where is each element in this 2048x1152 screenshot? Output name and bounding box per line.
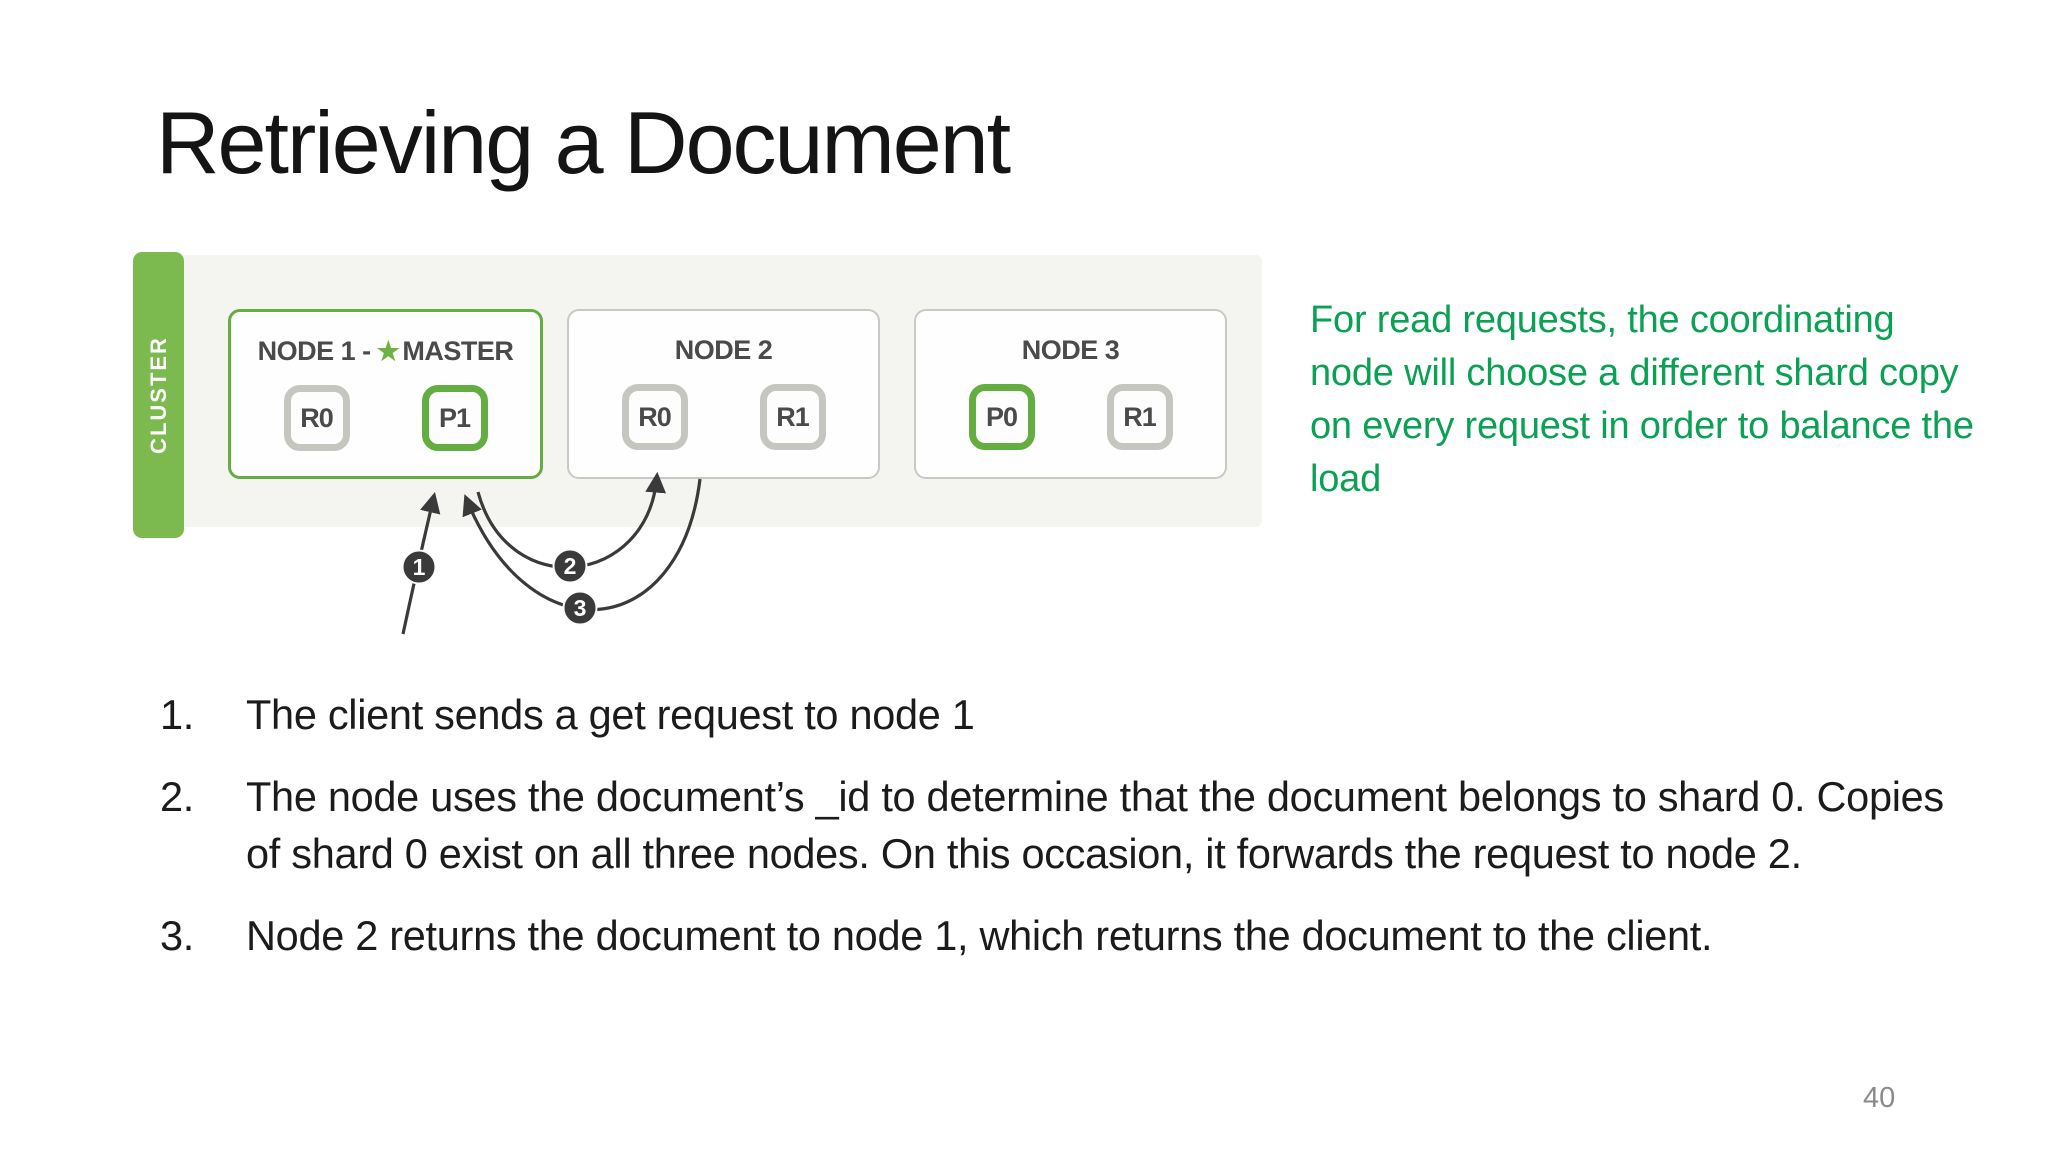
- list-item: 3. Node 2 returns the document to node 1…: [160, 907, 1952, 964]
- node-3-shards: P0 R1: [968, 384, 1173, 450]
- cluster-label: CLUSTER: [145, 336, 171, 454]
- step-text: The node uses the document’s _id to dete…: [246, 773, 1944, 877]
- step-number: 1.: [160, 691, 195, 738]
- shard-r1-node3: R1: [1106, 384, 1173, 450]
- svg-text:1: 1: [413, 554, 426, 580]
- node-1-title-suffix: MASTER: [402, 336, 514, 366]
- step-number: 2.: [160, 773, 195, 820]
- step-number: 3.: [160, 912, 195, 959]
- list-item: 2. The node uses the document’s _id to d…: [160, 768, 1952, 882]
- node-1-shards: R0 P1: [283, 385, 488, 451]
- shard-r0-node1: R0: [283, 385, 350, 451]
- page-number: 40: [1863, 1082, 1896, 1114]
- svg-text:2: 2: [564, 553, 577, 579]
- node-2-shards: R0 R1: [621, 384, 826, 450]
- cluster-label-bar: CLUSTER: [133, 252, 184, 538]
- shard-r0-node2: R0: [621, 384, 688, 450]
- steps-list: 1. The client sends a get request to nod…: [160, 686, 1952, 989]
- step-badge-2: 2: [552, 548, 588, 584]
- node-3-title: NODE 3: [1021, 335, 1120, 365]
- node-1-title: NODE 1 - ★ MASTER: [258, 336, 514, 367]
- svg-text:3: 3: [574, 595, 587, 621]
- side-note-text: For read requests, the coordinating node…: [1310, 299, 1974, 500]
- request-flow-arrows: 1 2 3: [401, 471, 702, 635]
- page-title: Retrieving a Document: [156, 93, 1011, 192]
- node-2-title: NODE 2: [674, 335, 773, 365]
- shard-p1-node1: P1: [421, 385, 488, 451]
- node-1-box: NODE 1 - ★ MASTER R0 P1: [228, 309, 543, 479]
- shard-p0-node3: P0: [968, 384, 1035, 450]
- step-badge-1: 1: [401, 549, 437, 585]
- master-star-icon: ★: [376, 336, 400, 366]
- node-1-title-prefix: NODE 1 -: [257, 336, 372, 366]
- step-badge-3: 3: [562, 590, 598, 626]
- node-3-box: NODE 3 P0 R1: [914, 309, 1227, 479]
- node-2-box: NODE 2 R0 R1: [567, 309, 880, 479]
- step-text: Node 2 returns the document to node 1, w…: [246, 912, 1713, 959]
- arrow-step3-node2-to-node1: [462, 478, 702, 612]
- list-item: 1. The client sends a get request to nod…: [160, 686, 1952, 743]
- cluster-diagram: CLUSTER NODE 1 - ★ MASTER R0 P1 NODE 2 R…: [133, 252, 1262, 538]
- step-text: The client sends a get request to node 1: [246, 691, 975, 738]
- shard-r1-node2: R1: [759, 384, 826, 450]
